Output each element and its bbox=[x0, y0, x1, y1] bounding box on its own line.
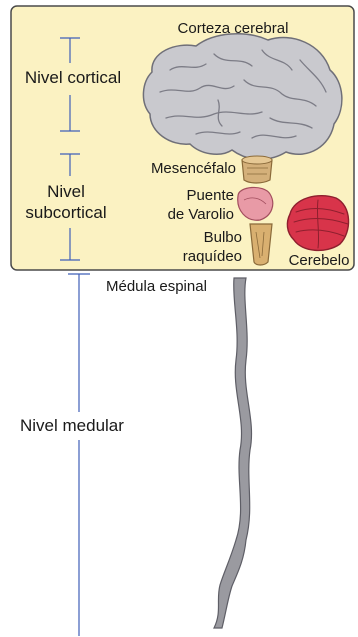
cerebellum-label: Cerebelo bbox=[282, 252, 356, 269]
midbrain-illustration bbox=[242, 156, 272, 183]
medular-bracket bbox=[68, 274, 90, 636]
spinal-cord-illustration bbox=[214, 278, 252, 628]
medulla-illustration bbox=[250, 224, 272, 265]
pons-label-line1: Puente bbox=[140, 187, 234, 204]
cortical-level-label: Nivel cortical bbox=[14, 68, 132, 88]
subcortical-level-label-line1: Nivel bbox=[14, 182, 118, 202]
subcortical-level-label-line2: subcortical bbox=[14, 203, 118, 223]
medulla-label-line1: Bulbo bbox=[150, 229, 242, 246]
cerebellum-illustration bbox=[287, 196, 348, 251]
medular-level-label: Nivel medular bbox=[20, 416, 140, 436]
medulla-label-line2: raquídeo bbox=[150, 248, 242, 265]
pons-label-line2: de Varolio bbox=[140, 206, 234, 223]
spinal-cord-label: Médula espinal bbox=[106, 278, 230, 295]
midbrain-label: Mesencéfalo bbox=[128, 160, 236, 177]
cerebral-cortex-illustration bbox=[143, 34, 341, 160]
cortex-label: Corteza cerebral bbox=[162, 20, 304, 37]
